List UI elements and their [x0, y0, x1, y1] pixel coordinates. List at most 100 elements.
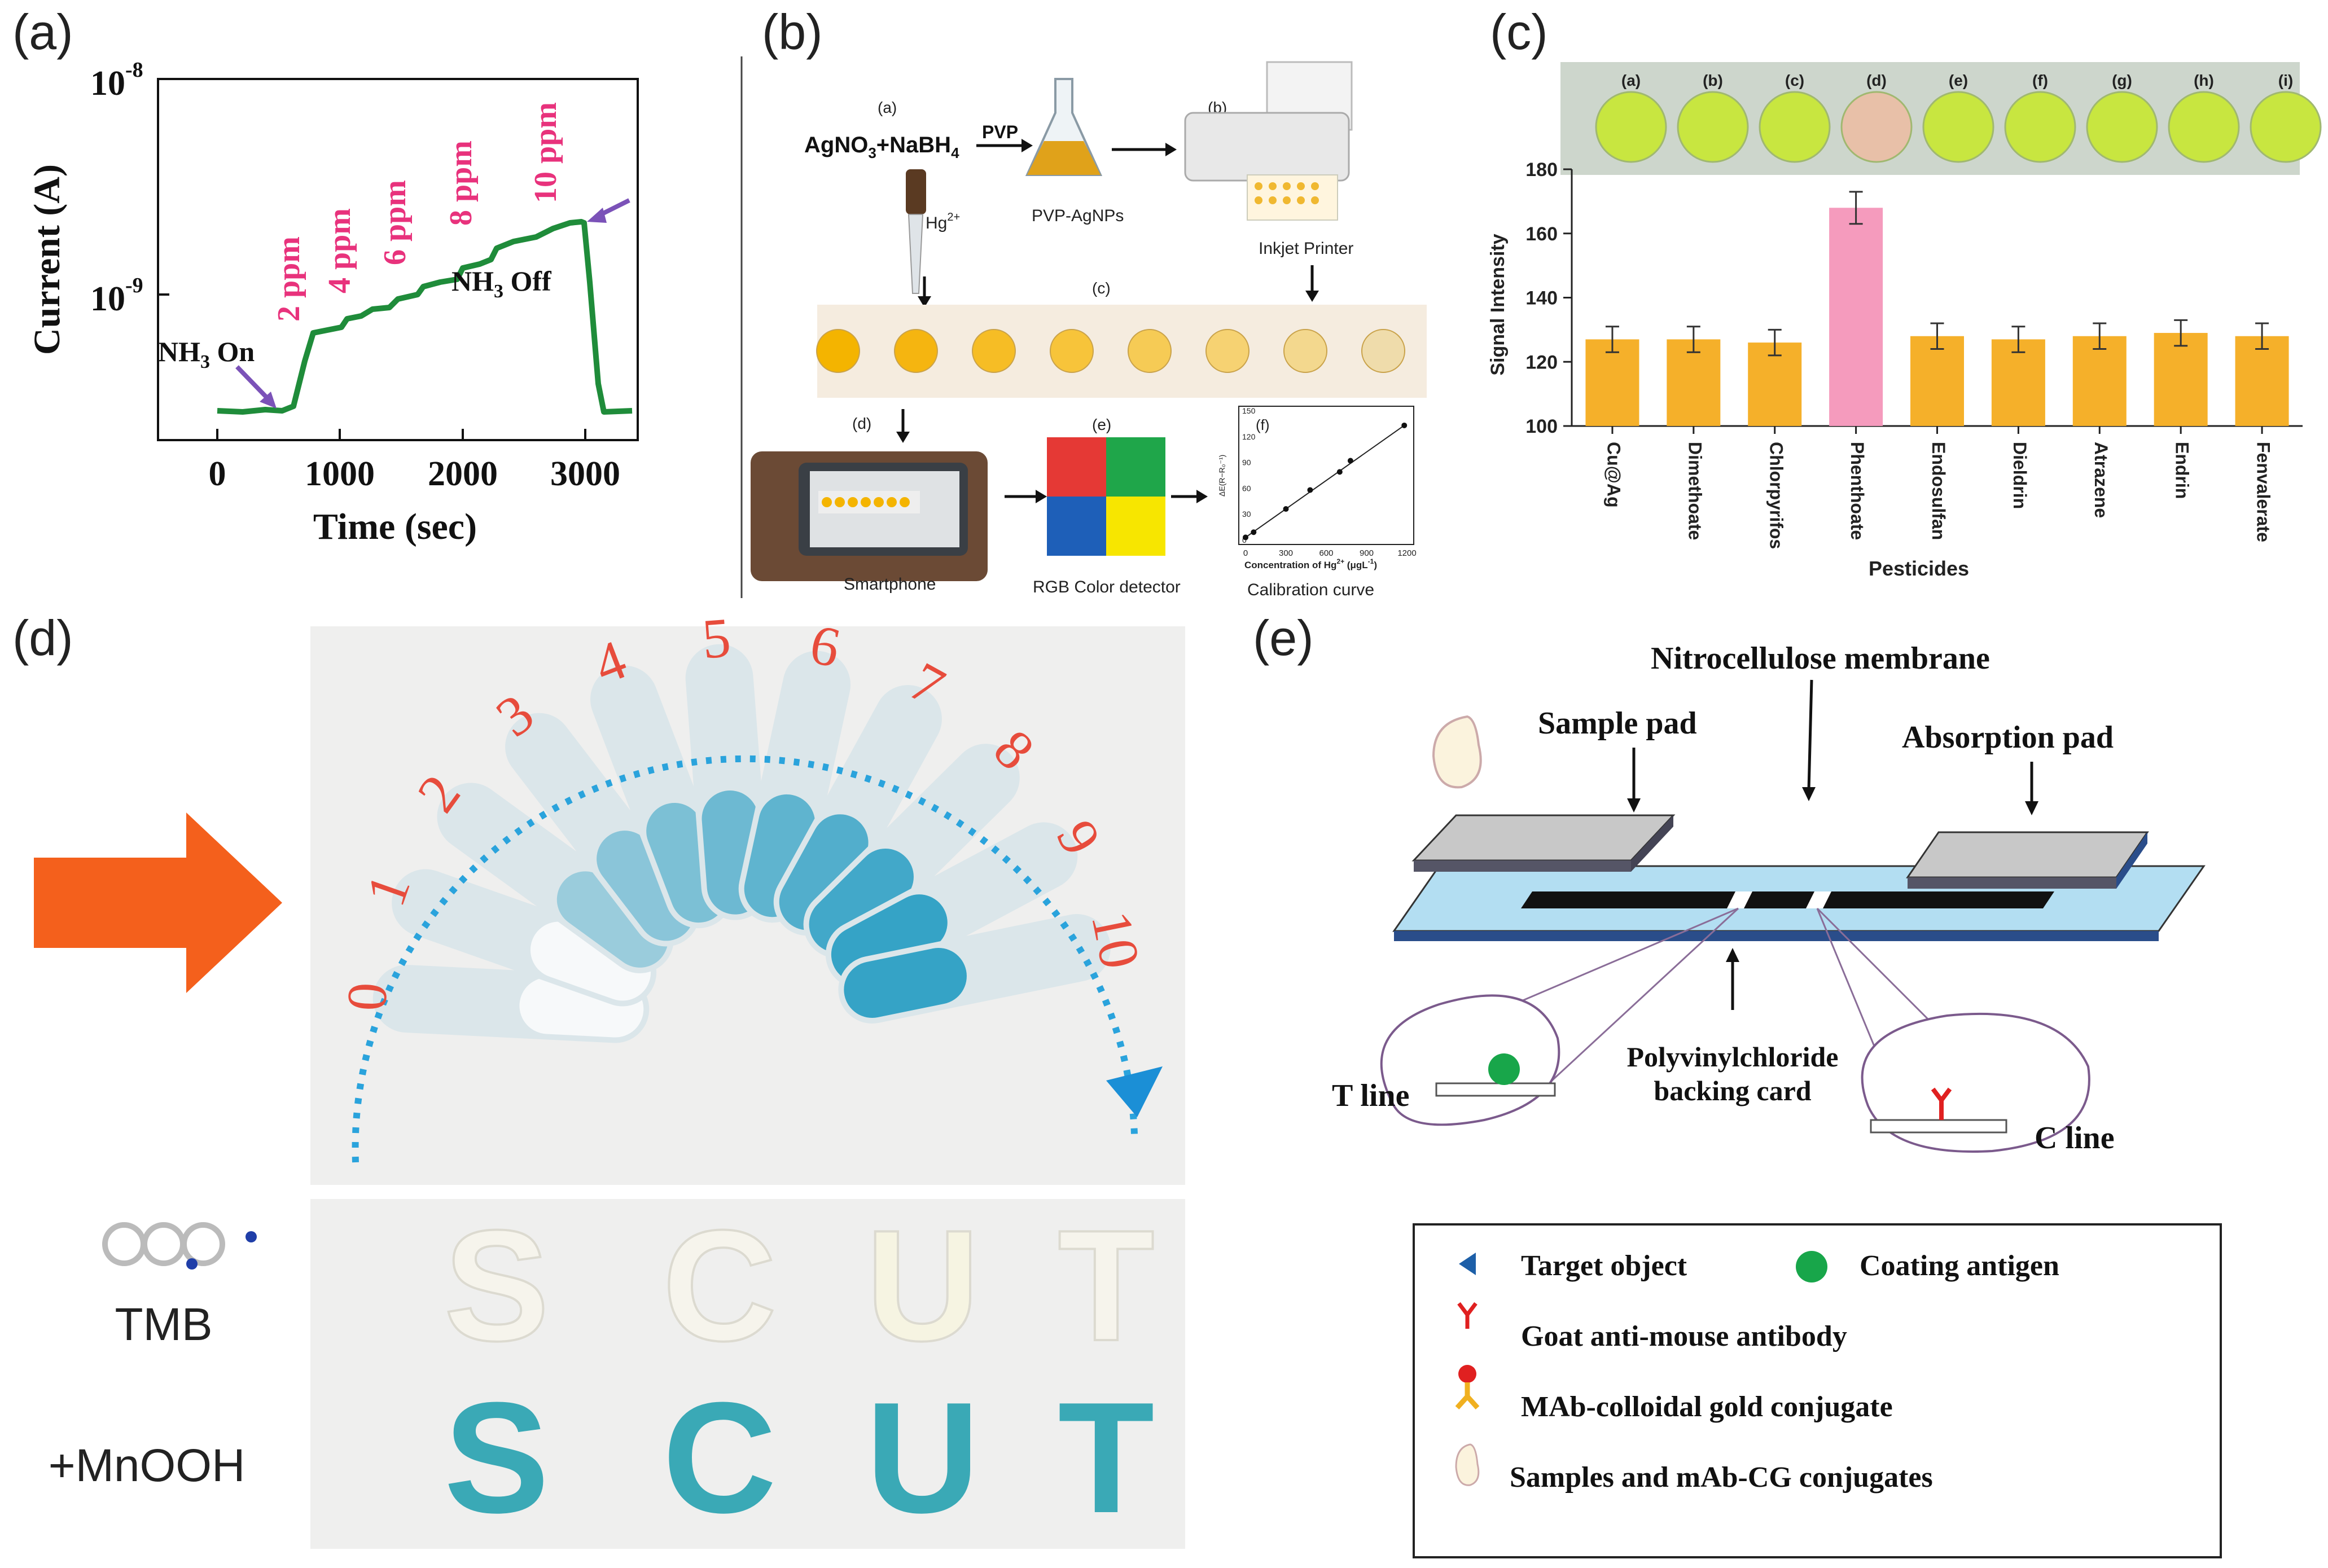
panel-d-dotted-arc — [352, 755, 1138, 1163]
panel-e-legend-coating-icon — [1796, 1251, 1827, 1282]
panel-d-mnooh-label: +MnOOH — [49, 1440, 245, 1491]
panel-a-on-arrow-head — [260, 392, 277, 409]
panel-b-arrow-to-printer-head — [1165, 143, 1177, 156]
panel-a-ppm-label-4: 4 ppm — [322, 208, 357, 293]
panel-d-tube-solution-3 — [597, 831, 695, 941]
panel-e-sample-pad-side — [1631, 815, 1673, 872]
panel-c-category-label-4: Endosulfan — [1928, 442, 1949, 540]
panel-d-tube-number-0: 0 — [335, 981, 399, 1013]
panel-d-tube-solution-0 — [519, 977, 644, 1038]
panel-b-calib-xtick-1: 300 — [1279, 548, 1293, 558]
panel-e-t-line — [1727, 891, 1752, 908]
panel-e-legend-target: Target object — [1521, 1250, 1687, 1282]
panel-b-arrow-down-phone-head — [896, 432, 910, 443]
panel-b-rgb-green — [1106, 437, 1165, 497]
panel-e-sample-pad-arrow-head — [1627, 798, 1641, 812]
panel-b-step-a: (a) — [878, 99, 897, 116]
panel-b-calib-point-5 — [1347, 458, 1353, 464]
panel-c-bar-6 — [2072, 336, 2127, 426]
panel-d-letter-s-white: S — [444, 1198, 550, 1374]
panel-e-sample-drop-icon — [1432, 715, 1482, 789]
panel-e-absorption-pad-label: Absorption pad — [1902, 720, 2114, 755]
panel-c-category-label-0: Cu@Ag — [1603, 442, 1624, 508]
panel-c-ytick-label-0: 100 — [1525, 416, 1558, 437]
panel-e-sample-pad — [1411, 814, 1676, 862]
panel-c-bar-3 — [1829, 208, 1883, 426]
panel-c-bar-1 — [1667, 339, 1721, 426]
panel-c-disc-label-5: (f) — [2032, 72, 2048, 89]
panel-e-t-antigen-icon — [1488, 1053, 1520, 1085]
panel-d-tube-3 — [505, 713, 700, 947]
panel-e-c-line — [1806, 891, 1831, 908]
panel-b-spot-3 — [1050, 329, 1094, 373]
panel-b-rgb-label: RGB Color detector — [1033, 578, 1181, 596]
panel-d-tube-solution-10 — [844, 948, 967, 1018]
panel-b-calib-xtick-3: 900 — [1360, 548, 1374, 558]
panel-b-calib-ytick-5: 150 — [1242, 406, 1256, 415]
panel-c-category-label-3: Phenthoate — [1847, 442, 1867, 540]
panel-c-disc-label-2: (c) — [1785, 72, 1804, 89]
panel-e-membrane-label: Nitrocellulose membrane — [1651, 641, 1990, 676]
panel-d-letter-t-blue: T — [1058, 1370, 1154, 1546]
panel-a-ytick-top-label: 10-8 — [90, 58, 143, 103]
panel-d-tube-solution-7 — [779, 814, 869, 930]
panel-b-pipette-icon — [906, 169, 926, 294]
panel-c-bar-4 — [1910, 336, 1964, 426]
panel-e-c-pad — [1870, 1119, 2007, 1134]
panel-c-disc-label-0: (a) — [1621, 72, 1641, 89]
panel-a-plot-frame — [157, 78, 639, 441]
panel-b-calib-xlabel: Concentration of Hg2+ (μgL-1) — [1244, 557, 1377, 570]
panel-b-arrow-to-calib-head — [1196, 490, 1208, 503]
panel-b-calib-point-4 — [1336, 469, 1343, 475]
panel-b-calib-xtick-0: 0 — [1243, 548, 1248, 558]
panel-e-sample-pad-label: Sample pad — [1538, 706, 1697, 741]
panel-c-bar-chart: (a)(b)(c)(d)(e)(f)(g)(h)(i) 100120140160… — [1487, 62, 2322, 580]
panel-b-calib-ytick-3: 90 — [1242, 458, 1251, 467]
panel-d-letter-u-blue: U — [866, 1370, 980, 1546]
panel-c-disc-8 — [2250, 91, 2322, 163]
panel-e-legend-mab-antibody-icon — [1455, 1382, 1480, 1410]
panel-b-rgb-yellow — [1106, 497, 1165, 556]
panel-d-tmb-molecule-icon — [102, 1222, 257, 1270]
panel-a-xlabel: Time (sec) — [313, 506, 477, 547]
panel-d-tube-solution-8 — [809, 849, 914, 953]
panel-label-b: (b) — [762, 4, 823, 60]
panel-a-ytick-mid-label: 10-9 — [90, 274, 143, 318]
panel-label-e: (e) — [1253, 610, 1314, 666]
panel-c-category-label-6: Atrazene — [2091, 442, 2111, 518]
panel-b-calib-point-0 — [1243, 534, 1248, 541]
panel-b-rgb-blue — [1047, 497, 1106, 556]
panel-b-workflow-diagram: (a) AgNO3+NaBH4 PVP PVP-AgNPs (b) Inkjet… — [740, 56, 1427, 599]
panel-a-current-trace — [217, 219, 633, 415]
panel-b-arrow-to-flask-head — [1021, 139, 1033, 152]
panel-b-hg-label: Hg2+ — [926, 211, 960, 232]
panel-c-bar-5 — [1991, 339, 2045, 426]
panel-e-t-line-label: T line — [1332, 1078, 1409, 1113]
panel-b-rgb-red — [1047, 437, 1106, 497]
panel-d-tube-2 — [437, 783, 674, 973]
panel-c-disc-3 — [1840, 91, 1913, 163]
panel-c-category-label-5: Dieldrin — [2010, 442, 2030, 509]
panel-b-printer-icon — [1184, 61, 1353, 221]
panel-a-nh3-off-label: NH3 Off — [451, 265, 552, 302]
panel-b-calib-point-6 — [1401, 422, 1408, 428]
panel-c-disc-0 — [1595, 91, 1667, 163]
panel-c-disc-label-7: (h) — [2194, 72, 2214, 89]
panel-d-tube-number-5: 5 — [700, 609, 733, 671]
panel-a-ylabel: Current (A) — [27, 164, 68, 355]
panel-e-legend-goat-icon — [1457, 1302, 1478, 1329]
panel-e-t-pad — [1435, 1082, 1556, 1097]
panel-b-calib-ytick-4: 120 — [1242, 432, 1256, 441]
panel-a-off-arrow-head — [587, 208, 607, 223]
panel-b-calib-ytick-2: 60 — [1242, 484, 1251, 493]
panel-d-tube-solution-4 — [646, 803, 727, 923]
panel-e-c-line-label: C line — [2035, 1121, 2115, 1156]
panel-b-spot-4 — [1128, 329, 1172, 373]
panel-b-arrow-down-hg-head — [918, 296, 931, 308]
panel-c-ytick-label-4: 180 — [1525, 159, 1558, 181]
panel-e-backing-label-1: Polyvinylchloride — [1627, 1041, 1839, 1073]
panel-c-ytick-label-1: 120 — [1525, 352, 1558, 373]
panel-d-letters-photo — [310, 1199, 1185, 1549]
